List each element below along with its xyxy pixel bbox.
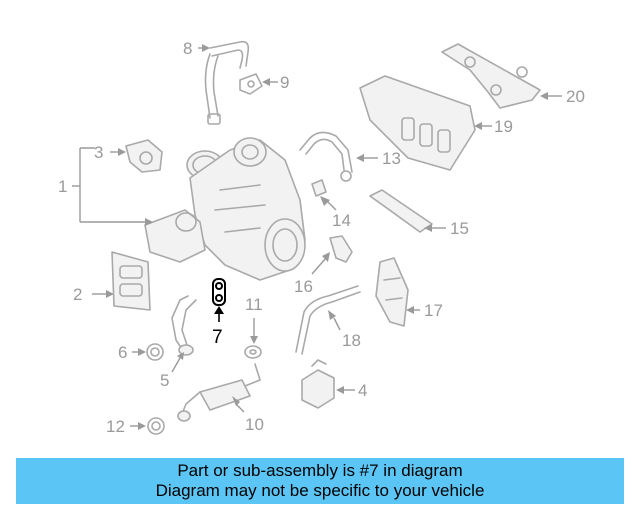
callout-15-label: 15 bbox=[450, 219, 469, 238]
callout-10: 10 bbox=[232, 396, 264, 434]
part-8-hose[interactable] bbox=[204, 40, 250, 125]
part-19-shield[interactable] bbox=[359, 75, 476, 171]
callout-4-label: 4 bbox=[358, 381, 367, 400]
callout-14: 14 bbox=[320, 196, 351, 230]
callout-13: 13 bbox=[356, 149, 401, 168]
part-2-gasket[interactable] bbox=[111, 251, 151, 311]
parts-diagram: 1 2 3 4 5 6 7 8 9 10 bbox=[58, 39, 585, 436]
part-6-seal[interactable] bbox=[146, 343, 164, 361]
part-18-rod[interactable] bbox=[295, 285, 361, 355]
part-11-washer[interactable] bbox=[244, 345, 262, 359]
callout-20-label: 20 bbox=[566, 87, 585, 106]
callout-1: 1 bbox=[58, 147, 153, 226]
callout-5: 5 bbox=[160, 352, 184, 390]
callout-19: 19 bbox=[474, 117, 513, 136]
part-17-shield[interactable] bbox=[375, 257, 409, 327]
callout-2-label: 2 bbox=[73, 285, 82, 304]
callout-11-label: 11 bbox=[245, 295, 263, 314]
callout-3-label: 3 bbox=[94, 143, 103, 162]
callout-7-label: 7 bbox=[212, 327, 223, 348]
callout-17: 17 bbox=[406, 301, 443, 320]
info-banner: Part or sub-assembly is #7 in diagram Di… bbox=[16, 458, 624, 504]
part-12-seal[interactable] bbox=[147, 417, 165, 435]
part-14-fitting[interactable] bbox=[311, 179, 327, 197]
callout-20: 20 bbox=[540, 87, 585, 106]
callout-12: 12 bbox=[106, 417, 146, 436]
part-3-valve[interactable] bbox=[125, 139, 163, 173]
callout-8-label: 8 bbox=[183, 39, 192, 58]
callout-17-label: 17 bbox=[424, 301, 443, 320]
callout-10-label: 10 bbox=[245, 415, 264, 434]
callout-3: 3 bbox=[94, 143, 126, 162]
callout-6: 6 bbox=[118, 343, 146, 362]
callout-18-label: 18 bbox=[342, 331, 361, 350]
callout-11: 11 bbox=[245, 295, 263, 344]
banner-line-1: Part or sub-assembly is #7 in diagram bbox=[177, 461, 463, 480]
part-7-gasket[interactable] bbox=[212, 278, 226, 306]
part-1-turbocharger[interactable] bbox=[144, 137, 306, 281]
callout-8: 8 bbox=[183, 39, 210, 58]
part-13-hose[interactable] bbox=[299, 131, 353, 182]
callout-6-label: 6 bbox=[118, 343, 127, 362]
part-5-pipe[interactable] bbox=[171, 295, 197, 356]
callout-1-label: 1 bbox=[58, 177, 67, 196]
callout-9-label: 9 bbox=[280, 73, 289, 92]
callout-9: 9 bbox=[262, 73, 289, 92]
part-16-bracket[interactable] bbox=[329, 235, 353, 263]
callout-14-label: 14 bbox=[332, 211, 351, 230]
callout-16: 16 bbox=[294, 252, 330, 296]
part-9-gasket[interactable] bbox=[239, 73, 263, 95]
banner-line-2: Diagram may not be specific to your vehi… bbox=[155, 481, 485, 500]
callout-5-label: 5 bbox=[160, 371, 169, 390]
part-15-strip[interactable] bbox=[369, 189, 433, 233]
part-4-actuator[interactable] bbox=[301, 359, 335, 409]
callout-12-label: 12 bbox=[106, 417, 125, 436]
part-10-pipe[interactable] bbox=[177, 363, 261, 422]
callout-4: 4 bbox=[336, 381, 367, 400]
callout-19-label: 19 bbox=[494, 117, 513, 136]
callout-7: 7 bbox=[212, 306, 224, 348]
part-20-gasket[interactable] bbox=[441, 43, 541, 109]
callout-18: 18 bbox=[328, 310, 361, 350]
callout-13-label: 13 bbox=[382, 149, 401, 168]
callout-16-label: 16 bbox=[294, 277, 313, 296]
callout-15: 15 bbox=[424, 219, 469, 238]
callout-2: 2 bbox=[73, 285, 114, 304]
